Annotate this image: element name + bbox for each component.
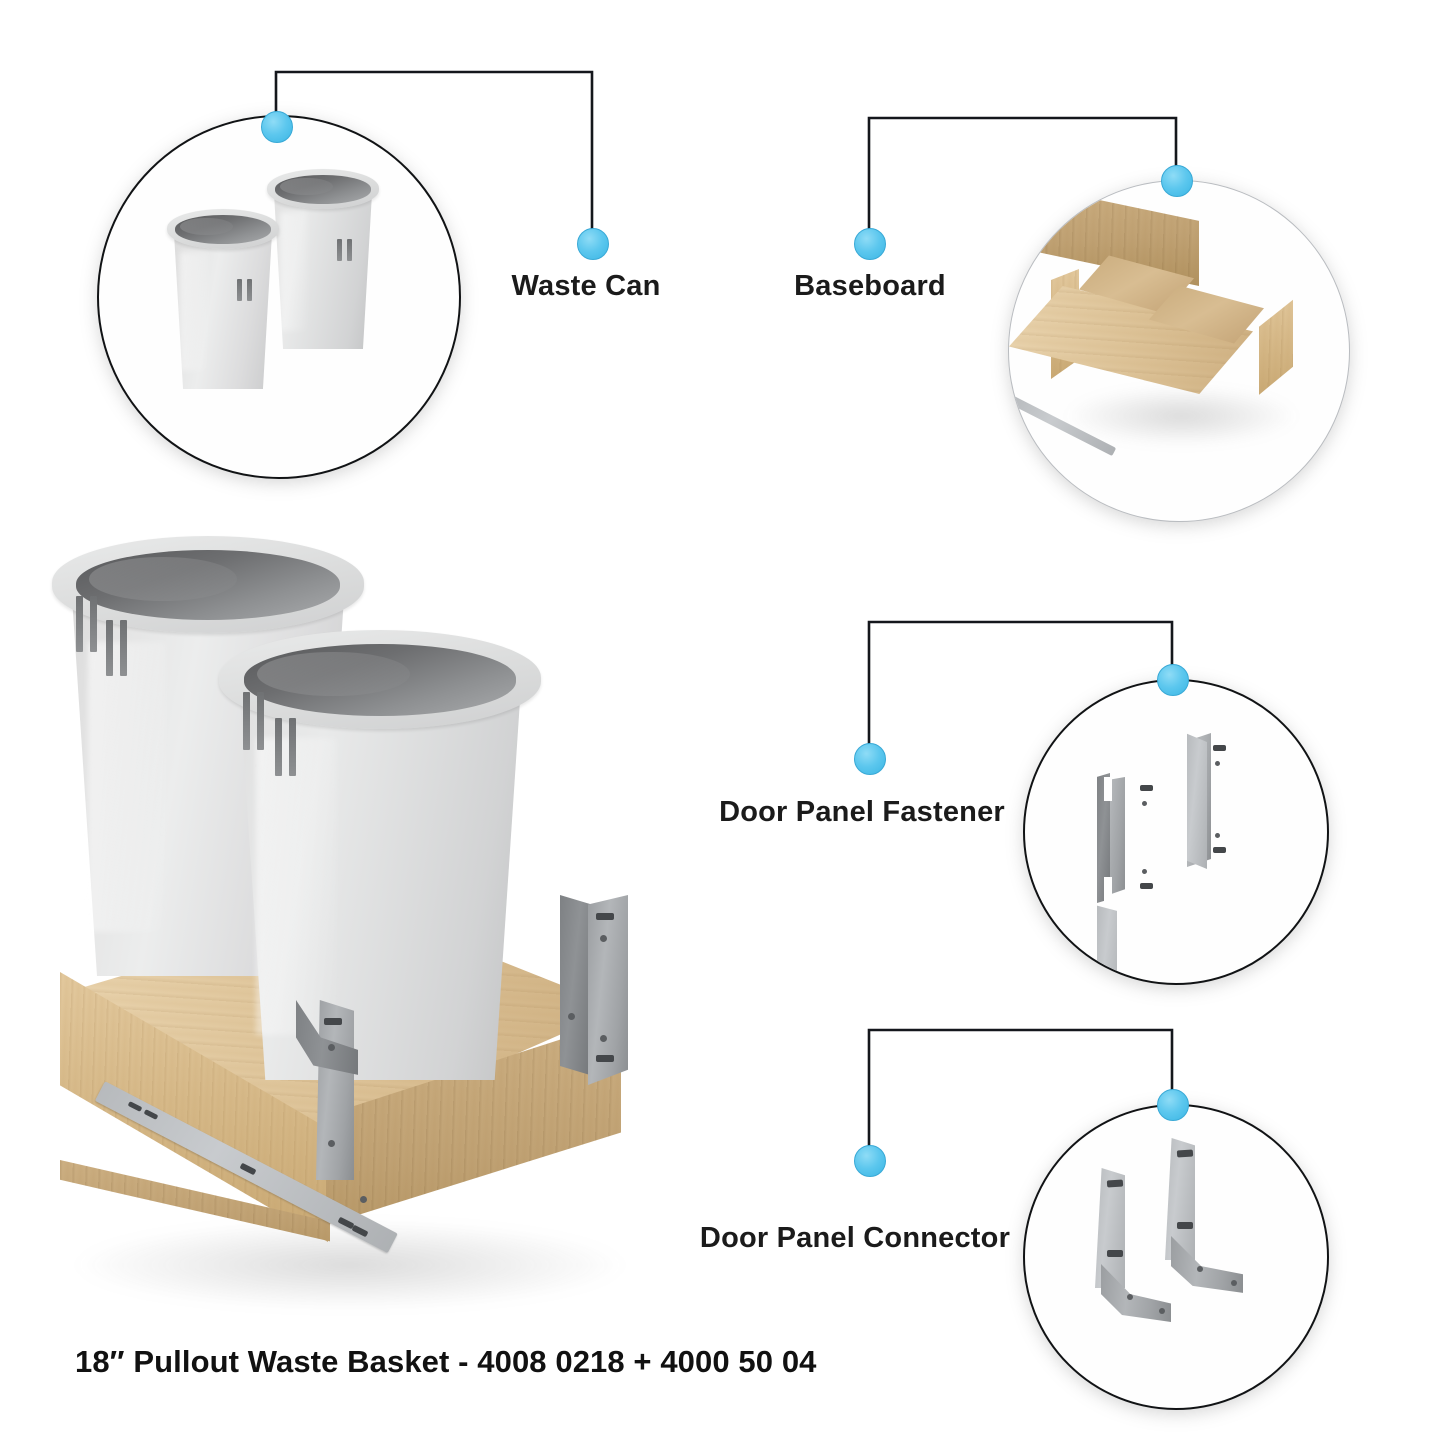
assembly-door-panel-connector <box>296 1000 406 1240</box>
connector-slot-mid <box>1177 1222 1193 1229</box>
bin-slot <box>76 596 83 652</box>
bracket-hole <box>1215 833 1220 838</box>
bracket-flange <box>1097 905 1117 983</box>
fastener-hole <box>600 935 607 942</box>
callout-dot-baseboard-anchor[interactable] <box>1161 165 1193 197</box>
bin-opening <box>76 550 340 621</box>
bin-vent-slots-a <box>76 596 97 652</box>
bin-slot <box>120 620 127 676</box>
callout-dot-waste-can-anchor[interactable] <box>261 111 293 143</box>
connector-hole <box>1197 1266 1203 1272</box>
main-product-assembly <box>40 520 680 1340</box>
bin-slot <box>247 279 252 301</box>
fastener-slot <box>596 1055 614 1062</box>
bin-slot <box>289 718 296 776</box>
bin-highlight <box>279 212 308 331</box>
connector-hole <box>360 1196 367 1203</box>
product-caption: 18″ Pullout Waste Basket - 4008 0218 + 4… <box>75 1344 817 1379</box>
fastener-slot <box>596 913 614 920</box>
connector-hole <box>328 1044 335 1051</box>
inset-circle-door-panel-connector <box>1023 1104 1329 1410</box>
bin-highlight <box>256 738 337 1035</box>
bin-slot <box>347 239 352 261</box>
assembly-door-panel-fastener <box>560 895 638 1090</box>
bin-vent-slots <box>337 239 352 261</box>
connector-hole <box>328 1140 335 1147</box>
bin-slot <box>237 279 242 301</box>
callout-dot-baseboard-label[interactable] <box>854 228 886 260</box>
bin-vent-slots <box>237 279 252 301</box>
waste-bin-front <box>166 209 280 389</box>
inset-circle-baseboard <box>1008 180 1350 522</box>
bin-slot <box>106 620 113 676</box>
bin-slot <box>275 718 282 776</box>
callout-dot-door-panel-connector-label[interactable] <box>854 1145 886 1177</box>
bracket-slot <box>1140 785 1153 791</box>
connector-slot <box>324 1018 342 1025</box>
bracket-hole <box>1142 869 1147 874</box>
callout-dot-waste-can-label[interactable] <box>577 228 609 260</box>
bracket-hole <box>1215 761 1220 766</box>
fastener-bracket-right <box>1187 731 1235 871</box>
callout-label-door-panel-connector: Door Panel Connector <box>699 1222 1011 1254</box>
connector-slot-mid <box>1107 1250 1123 1257</box>
waste-bin-back <box>266 169 380 349</box>
baseboard-right-panel <box>1259 299 1293 395</box>
fastener-hole <box>568 1013 575 1020</box>
connector-vertical-arm <box>316 1000 354 1180</box>
fastener-flange <box>588 895 628 1085</box>
callout-dot-door-panel-connector-anchor[interactable] <box>1157 1089 1189 1121</box>
bin-opening <box>243 644 517 717</box>
bin-vent-slots-a <box>243 692 264 750</box>
fastener-web <box>560 895 590 1075</box>
bin-slot <box>257 692 264 750</box>
assembly-shadow <box>70 1220 630 1310</box>
inset-circle-waste-can <box>97 115 461 479</box>
connector-slot-top <box>1106 1179 1124 1188</box>
bracket-hole <box>1142 801 1147 806</box>
bracket-slot <box>1213 745 1226 751</box>
callout-dot-door-panel-fastener-label[interactable] <box>854 743 886 775</box>
connector-slot-top <box>1176 1149 1194 1158</box>
bracket-slot <box>1213 847 1226 853</box>
connector-bracket-left <box>1095 1168 1175 1328</box>
callout-label-waste-can: Waste Can <box>511 270 661 302</box>
bin-slot <box>90 596 97 652</box>
fastener-hole <box>600 1035 607 1042</box>
connector-hole <box>1127 1294 1133 1300</box>
bin-opening <box>175 214 271 244</box>
connector-hole <box>1231 1280 1237 1286</box>
bin-highlight <box>88 641 166 932</box>
bin-vent-slots-b <box>106 620 127 676</box>
bracket-flange <box>1187 733 1207 869</box>
connector-bracket-right <box>1165 1138 1247 1298</box>
main-waste-bin-right <box>218 630 542 1080</box>
bin-slot <box>337 239 342 261</box>
bracket-slot <box>1140 883 1153 889</box>
bracket-fold <box>1097 773 1110 903</box>
bin-opening <box>275 174 371 204</box>
bin-highlight <box>179 252 208 371</box>
inset-circle-door-panel-fastener <box>1023 679 1329 985</box>
connector-hole <box>1159 1308 1165 1314</box>
bin-slot <box>243 692 250 750</box>
fastener-bracket-left <box>1097 773 1155 983</box>
bracket-notch-bottom <box>1104 877 1112 901</box>
callout-label-baseboard: Baseboard <box>794 270 946 302</box>
bin-vent-slots-b <box>275 718 296 776</box>
callout-label-door-panel-fastener: Door Panel Fastener <box>719 796 1005 828</box>
drop-shadow <box>1064 386 1299 446</box>
bracket-notch-top <box>1104 777 1112 801</box>
callout-dot-door-panel-fastener-anchor[interactable] <box>1157 664 1189 696</box>
